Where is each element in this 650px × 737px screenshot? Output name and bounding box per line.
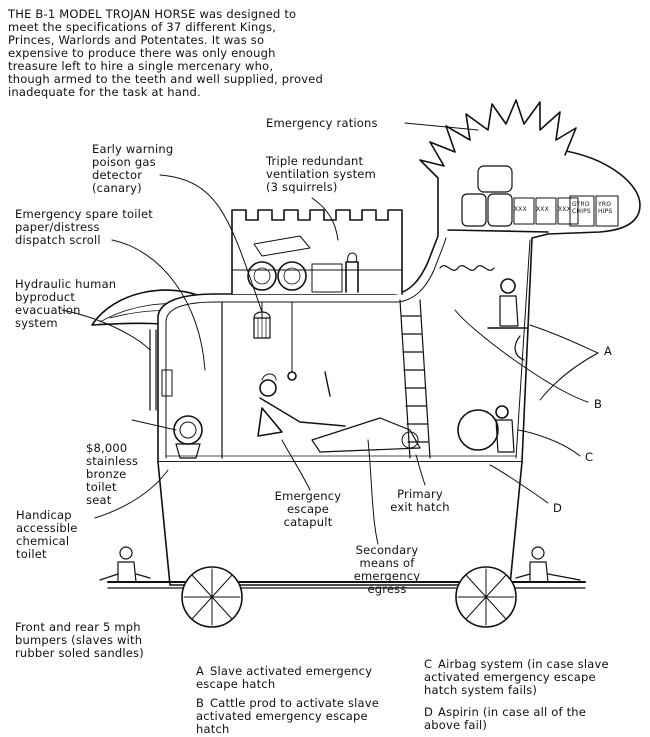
horse-mane xyxy=(419,99,577,179)
crate-label-yro-hips: YRO HIPS xyxy=(598,201,613,215)
label-hydraulic-evacuation: Hydraulic human byproduct evacuation sys… xyxy=(15,277,117,330)
legend-text: Airbag system (in case slave activated e… xyxy=(424,657,609,697)
front-bumper-slave xyxy=(515,546,581,583)
front-wheel xyxy=(455,566,517,628)
legend-key: B xyxy=(196,696,205,710)
crate-label-gyro-chips: GYRO CHIPS xyxy=(572,201,591,215)
crate-label-xxx-3: XXX xyxy=(558,206,571,213)
legend-key: C xyxy=(424,657,433,671)
ration-crates xyxy=(513,195,619,227)
label-escape-catapult: Emergency escape catapult xyxy=(274,489,342,529)
label-primary-exit-hatch: Primary exit hatch xyxy=(390,487,450,514)
crate-label-xxx-1: XXX xyxy=(514,206,527,213)
label-spare-toilet-paper: Emergency spare toilet paper/distress di… xyxy=(15,207,153,247)
escape-hatch-spring xyxy=(439,265,495,271)
label-chemical-toilet: Handicap accessible chemical toilet xyxy=(16,508,78,561)
marker-a: A xyxy=(604,344,613,358)
marker-d: D xyxy=(553,501,563,515)
mercenary-head xyxy=(259,379,277,397)
legend-key: D xyxy=(424,705,434,719)
crate-label-xxx-2: XXX xyxy=(536,206,549,213)
leader-lines xyxy=(61,122,599,545)
marker-b: B xyxy=(594,397,603,411)
label-emergency-rations: Emergency rations xyxy=(266,116,378,130)
label-ventilation-system: Triple redundant ventilation system (3 s… xyxy=(266,154,376,194)
airbag xyxy=(457,409,499,451)
mercenary-shield xyxy=(257,407,283,437)
diagram-title: THE B-1 MODEL TROJAN HORSE was designed … xyxy=(8,7,323,99)
label-secondary-egress: Secondary means of emergency egress xyxy=(353,543,421,596)
horse-body-outline xyxy=(157,145,641,463)
legend-key: A xyxy=(196,664,205,678)
rear-wheel xyxy=(181,566,243,628)
label-bronze-toilet-seat: $8,000 stainless bronze toilet seat xyxy=(86,441,139,507)
exit-ladder xyxy=(399,299,431,459)
bronze-toilet-seat xyxy=(173,415,203,445)
undercarriage xyxy=(157,461,523,586)
ration-barrels xyxy=(461,165,513,227)
rear-bumper-slave xyxy=(99,546,151,583)
label-gas-detector: Early warning poison gas detector (canar… xyxy=(92,142,174,195)
legend-text: Aspirin (in case all of the above fail) xyxy=(424,705,587,732)
legend-text: Slave activated emergency escape hatch xyxy=(196,664,373,691)
ventilation-turret xyxy=(231,209,403,295)
label-bumpers: Front and rear 5 mph bumpers (slaves wit… xyxy=(15,620,144,660)
marker-c: C xyxy=(585,450,594,464)
legend-text: Cattle prod to activate slave activated … xyxy=(196,696,380,736)
